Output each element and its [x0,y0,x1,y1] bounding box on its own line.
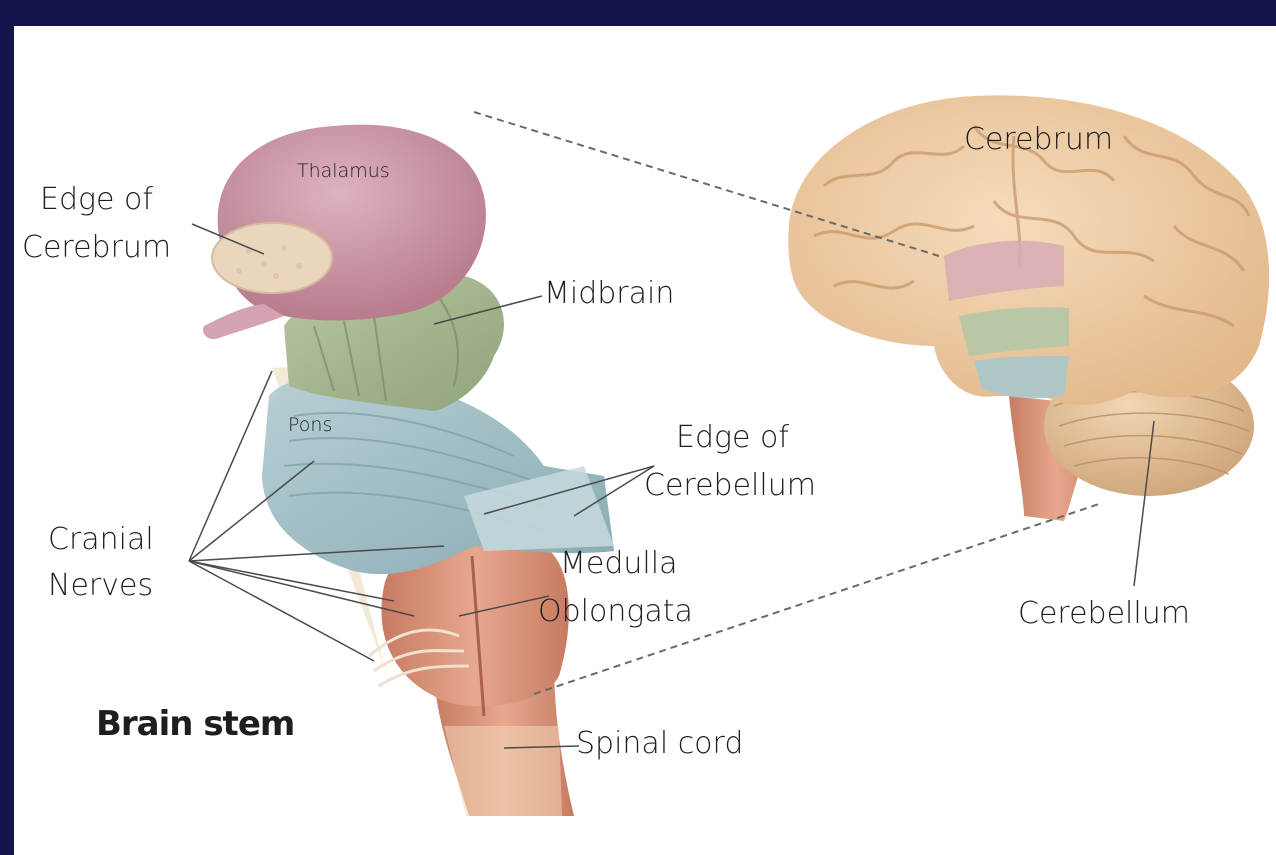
edge-of-cerebrum-shape [212,223,332,293]
label-cranial-nerves-line2: Nerves [48,568,153,604]
leader-cranial-nerves-6 [189,561,374,661]
label-pons: Pons [288,414,332,436]
label-spinal-cord: Spinal cord [576,726,743,762]
label-cerebellum: Cerebellum [1018,596,1190,632]
label-cranial-nerves-line1: Cranial [48,522,154,558]
label-edge-of-cerebrum-line2: Cerebrum [22,230,171,266]
diagram-title: Brain stem [96,704,294,744]
label-cerebrum: Cerebrum [964,122,1113,158]
label-medulla-line1: Medulla [560,546,677,582]
spinal-cord-band [444,726,562,816]
diagram-frame: Thalamus Edge of Cerebrum Midbrain Pons … [14,26,1276,855]
label-thalamus: Thalamus [297,160,390,182]
leader-cranial-nerves-1 [189,371,272,561]
label-medulla-line2: Oblongata [538,594,693,630]
label-edge-of-cerebrum-line1: Edge of [40,182,153,218]
label-midbrain: Midbrain [544,276,674,312]
label-edge-of-cerebellum-line2: Cerebellum [644,468,816,504]
thalamus-stalk [203,304,284,339]
label-edge-of-cerebellum-line1: Edge of [676,420,789,456]
